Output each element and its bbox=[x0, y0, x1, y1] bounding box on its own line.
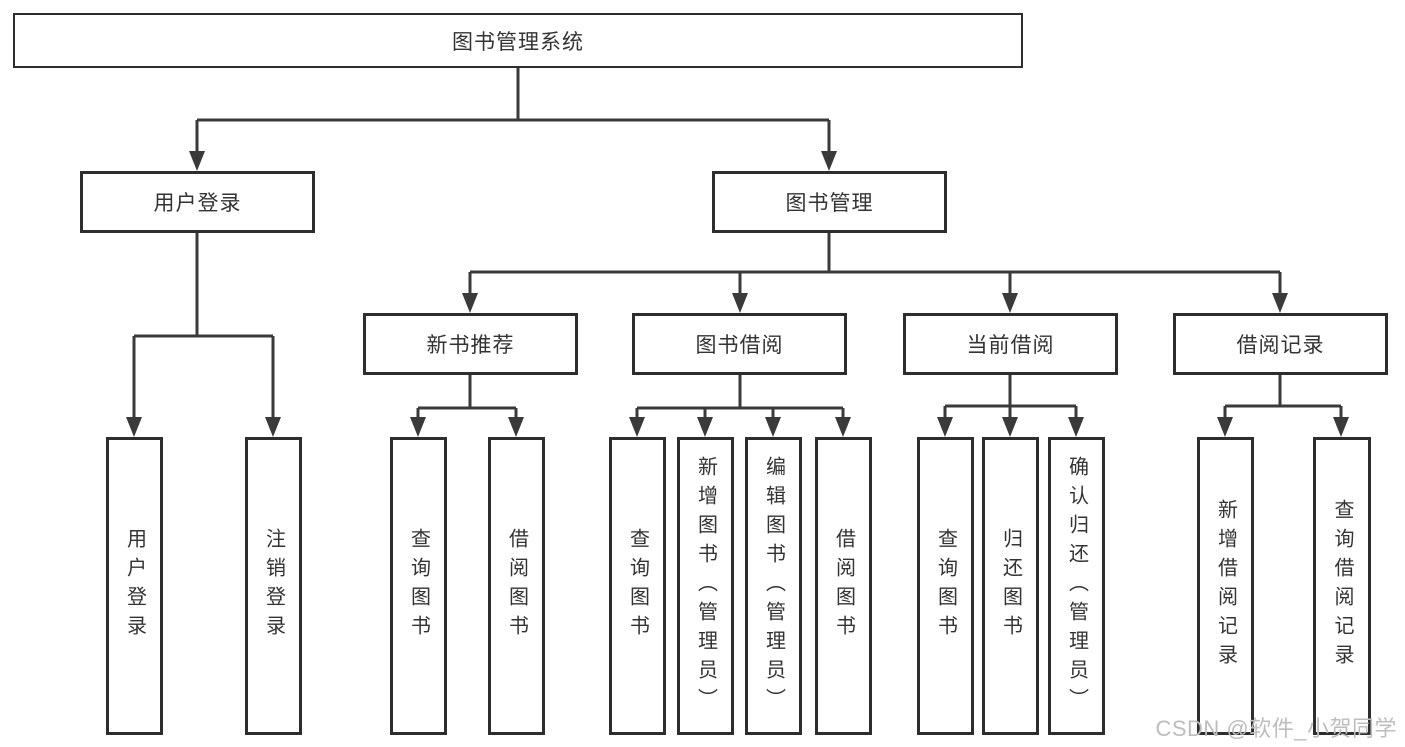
leaf-label: 查询图书 bbox=[407, 528, 430, 644]
node-label: 当前借阅 bbox=[966, 334, 1055, 357]
connector-current-borrow-children bbox=[937, 375, 1084, 437]
leaf-label: 借阅图书 bbox=[505, 528, 528, 644]
leaf-return-books: 归还图书 bbox=[982, 437, 1039, 735]
node-book-borrow: 图书借阅 bbox=[632, 313, 847, 375]
leaf-query-borrow-record: 查询借阅记录 bbox=[1313, 437, 1371, 735]
node-new-book-recommend: 新书推荐 bbox=[363, 313, 578, 375]
leaf-label: 新增图书（管理员） bbox=[694, 455, 717, 717]
leaf-borrow-books: 借阅图书 bbox=[815, 437, 872, 735]
connector-user-login-children bbox=[126, 233, 281, 437]
node-library-system: 图书管理系统 bbox=[13, 13, 1023, 68]
node-label: 图书管理 bbox=[785, 192, 874, 215]
leaf-confirm-return-admin: 确认归还（管理员） bbox=[1048, 437, 1105, 735]
node-borrow-record: 借阅记录 bbox=[1173, 313, 1388, 375]
node-label: 图书管理系统 bbox=[452, 30, 584, 54]
leaf-label: 归还图书 bbox=[999, 528, 1022, 644]
leaf-query-books: 查询图书 bbox=[609, 437, 666, 735]
leaf-query-books: 查询图书 bbox=[390, 437, 447, 735]
watermark: CSDN @软件_小贺同学 bbox=[1155, 716, 1397, 741]
leaf-label: 新增借阅记录 bbox=[1214, 499, 1237, 673]
connector-root-to-level1 bbox=[189, 68, 837, 171]
leaf-label: 用户登录 bbox=[123, 528, 146, 644]
node-label: 用户登录 bbox=[153, 192, 242, 215]
node-current-borrow: 当前借阅 bbox=[903, 313, 1118, 375]
leaf-logout-login: 注销登录 bbox=[245, 437, 302, 735]
leaf-label: 查询借阅记录 bbox=[1331, 499, 1353, 673]
leaf-label: 确认归还（管理员） bbox=[1065, 455, 1088, 717]
connector-new-book-children bbox=[410, 375, 524, 437]
node-label: 图书借阅 bbox=[695, 334, 784, 357]
leaf-label: 注销登录 bbox=[262, 528, 285, 644]
leaf-borrow-books: 借阅图书 bbox=[488, 437, 545, 735]
leaf-add-borrow-record: 新增借阅记录 bbox=[1197, 437, 1254, 735]
leaf-user-login: 用户登录 bbox=[106, 437, 163, 735]
node-user-login: 用户登录 bbox=[80, 171, 315, 233]
connector-borrow-record-children bbox=[1217, 375, 1349, 437]
connector-book-borrow-children bbox=[629, 375, 851, 437]
leaf-label: 查询图书 bbox=[626, 528, 649, 644]
leaf-label: 查询图书 bbox=[934, 528, 957, 644]
leaf-edit-books-admin: 编辑图书（管理员） bbox=[745, 437, 802, 735]
node-label: 借阅记录 bbox=[1236, 334, 1325, 357]
leaf-query-books: 查询图书 bbox=[917, 437, 974, 735]
node-label: 新书推荐 bbox=[426, 334, 515, 357]
node-book-management: 图书管理 bbox=[712, 171, 947, 233]
leaf-label: 编辑图书（管理员） bbox=[762, 455, 785, 717]
connector-book-management-children bbox=[462, 233, 1288, 313]
leaf-label: 借阅图书 bbox=[832, 528, 855, 644]
leaf-add-books-admin: 新增图书（管理员） bbox=[677, 437, 734, 735]
